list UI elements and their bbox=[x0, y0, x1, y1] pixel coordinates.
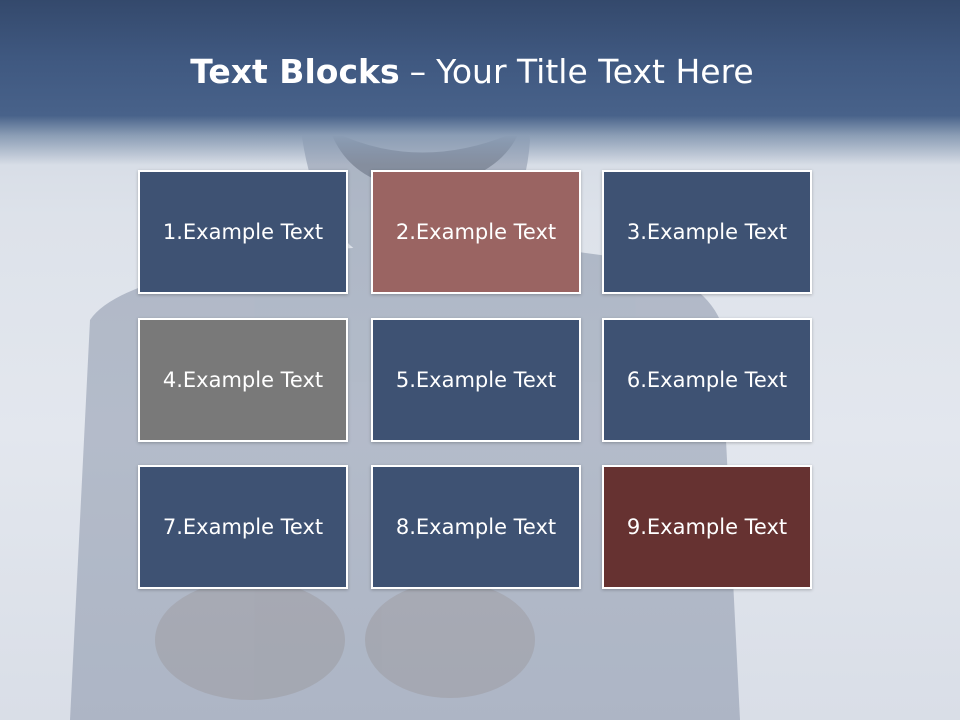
title-rest-text: Your Title Text Here bbox=[436, 52, 754, 91]
slide-title: Text Blocks–Your Title Text Here bbox=[0, 52, 944, 91]
text-block-label: 2.Example Text bbox=[395, 220, 557, 244]
text-block-label: 4.Example Text bbox=[162, 368, 324, 392]
title-band bbox=[0, 0, 960, 165]
text-block-6[interactable]: 6.Example Text bbox=[602, 318, 812, 442]
text-block-5[interactable]: 5.Example Text bbox=[371, 318, 581, 442]
text-block-label: 6.Example Text bbox=[626, 368, 788, 392]
text-block-label: 5.Example Text bbox=[395, 368, 557, 392]
text-block-grid: 1.Example Text 2.Example Text 3.Example … bbox=[138, 170, 816, 594]
text-block-7[interactable]: 7.Example Text bbox=[138, 465, 348, 589]
text-block-label: 7.Example Text bbox=[162, 515, 324, 539]
text-block-label: 1.Example Text bbox=[162, 220, 324, 244]
title-bold-text: Text Blocks bbox=[190, 52, 400, 91]
text-block-9[interactable]: 9.Example Text bbox=[602, 465, 812, 589]
text-block-4[interactable]: 4.Example Text bbox=[138, 318, 348, 442]
text-block-label: 3.Example Text bbox=[626, 220, 788, 244]
text-block-2[interactable]: 2.Example Text bbox=[371, 170, 581, 294]
text-block-1[interactable]: 1.Example Text bbox=[138, 170, 348, 294]
text-block-label: 8.Example Text bbox=[395, 515, 557, 539]
title-separator: – bbox=[409, 52, 427, 91]
text-block-label: 9.Example Text bbox=[626, 515, 788, 539]
text-block-8[interactable]: 8.Example Text bbox=[371, 465, 581, 589]
text-block-3[interactable]: 3.Example Text bbox=[602, 170, 812, 294]
